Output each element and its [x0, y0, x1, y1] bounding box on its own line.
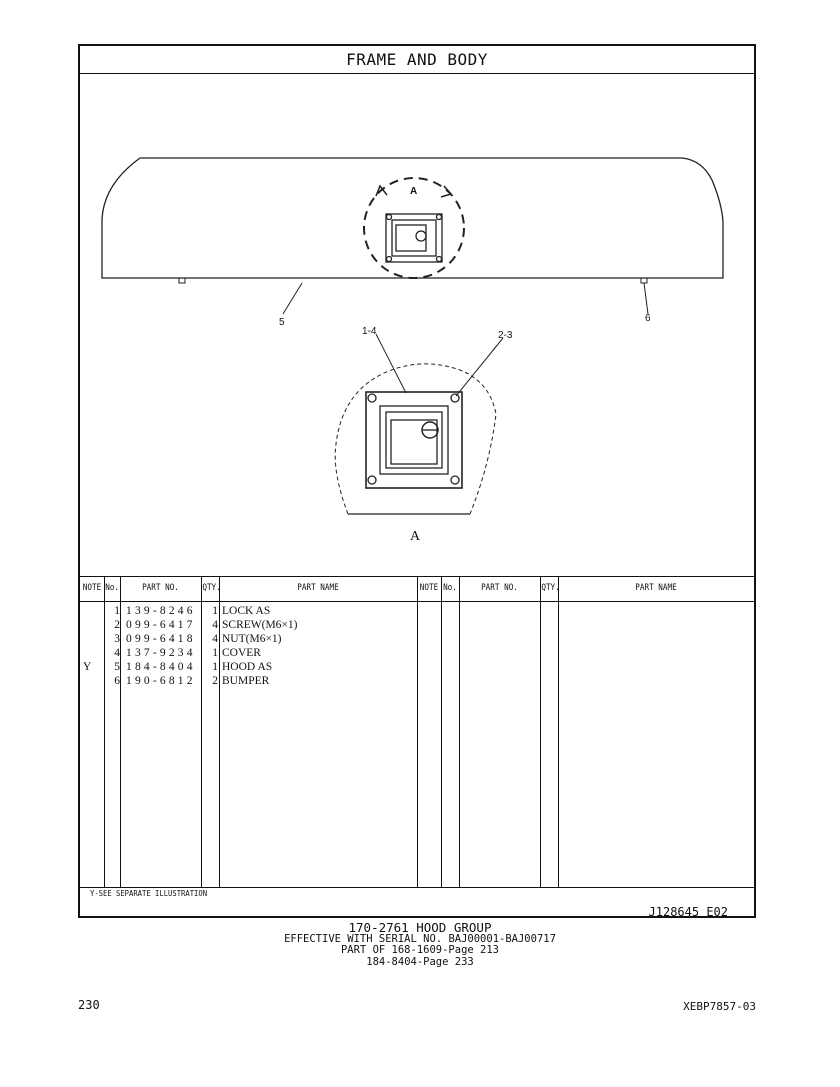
col-header-part-no: PART NO. [142, 583, 179, 593]
col-header-note: NOTE [82, 583, 102, 593]
view-label-top: A [410, 186, 417, 197]
table-row: 3 099-6418 4 NUT(M6×1) [114, 633, 282, 645]
table-row: Y 5 184-8404 1 HOOD AS [83, 661, 273, 673]
callout-5: 5 [279, 317, 285, 328]
part-of-reference: PART OF 168-1609-Page 213 [340, 944, 500, 956]
table-row: 1 139-8246 1 LOCK AS [114, 605, 271, 617]
table-row: 2 099-6417 4 SCREW(M6×1) [114, 619, 298, 631]
parts-table: NOTE No. PART NO. QTY. PART NAME NOTE No… [80, 576, 754, 919]
col-header-part-no-right: PART NO. [481, 583, 518, 593]
page-title: FRAME AND BODY [80, 46, 754, 74]
exploded-illustration: A 5 6 1-4 2-3 A [80, 74, 754, 576]
callout-1-4: 1-4 [362, 326, 377, 337]
col-header-note-right: NOTE [419, 583, 439, 593]
drawing-code: J128645 E02 [648, 905, 728, 919]
group-title: 170-2761 HOOD GROUP [348, 920, 492, 935]
callout-2-3: 2-3 [498, 330, 513, 341]
document-id: XEBP7857-03 [683, 1000, 756, 1013]
col-header-no: No. [105, 583, 120, 593]
col-header-part-name-right: PART NAME [635, 583, 677, 593]
footnote: Y-SEE SEPARATE ILLUSTRATION [90, 889, 208, 898]
hood-drawing [101, 157, 724, 515]
col-header-qty: QTY. [202, 583, 221, 593]
col-header-qty-right: QTY. [541, 583, 560, 593]
callout-6: 6 [645, 313, 651, 324]
col-header-part-name: PART NAME [297, 583, 339, 593]
view-label-bottom: A [410, 529, 421, 544]
table-row: 6 190-6812 2 BUMPER [114, 675, 270, 687]
col-header-no-right: No. [443, 583, 457, 593]
page-number: 230 [78, 998, 100, 1012]
page-reference: 184-8404-Page 233 [366, 956, 474, 968]
serial-effectivity: EFFECTIVE WITH SERIAL NO. BAJ00001-BAJ00… [284, 933, 556, 945]
parts-frame: FRAME AND BODY [78, 44, 756, 919]
table-row: 4 137-9234 1 COVER [114, 647, 261, 659]
